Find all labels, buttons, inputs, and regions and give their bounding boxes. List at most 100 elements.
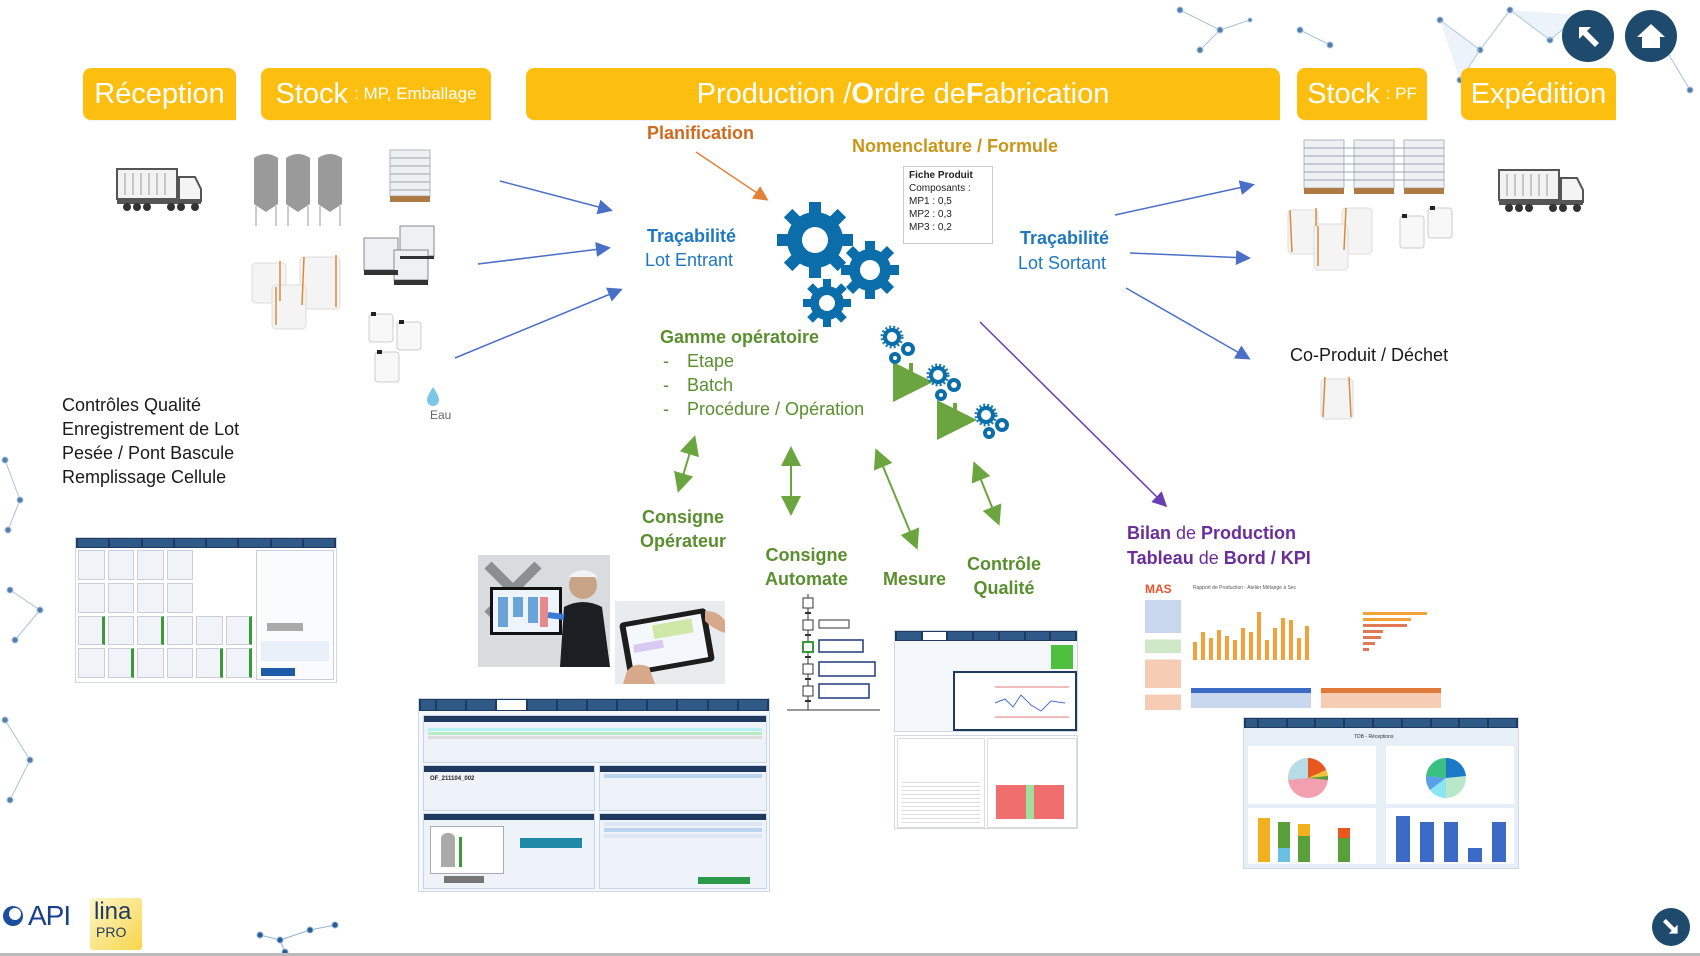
mini-hbar-chart — [1363, 612, 1427, 651]
production-report-thumbnail: MAS Rapport de Production - Atelier Méla… — [1143, 580, 1443, 720]
of-id-text: OF_211104_002 — [430, 776, 475, 782]
consigne-operateur-line1: Consigne — [642, 507, 725, 527]
lina-text: lina — [94, 898, 132, 925]
gamme-bullet: - — [663, 375, 669, 395]
slide-bottom-border — [0, 953, 1700, 956]
consigne-automate-label: Consigne Automate — [765, 543, 848, 591]
production-screen-thumbnail: OF_211104_002 — [418, 698, 770, 892]
bilan-w1: Bilan — [1127, 523, 1172, 543]
gamme-item-text: Procédure / Opération — [687, 399, 865, 419]
bilan-w3: Production — [1201, 523, 1297, 543]
tracabilite-out-sub: Lot Sortant — [1018, 253, 1107, 273]
tablet-photo — [615, 601, 725, 684]
gamme-bullet: - — [663, 351, 669, 371]
gamme-item: -Procédure / Opération — [663, 397, 864, 421]
operator-photo — [478, 555, 610, 667]
nomenclature-label: Nomenclature / Formule — [852, 136, 1059, 156]
water-drop-icon — [427, 387, 439, 406]
tableau-w2: de — [1193, 548, 1224, 568]
mini-pie-chart-1 — [1287, 757, 1329, 798]
controle-qualite-label: Contrôle Qualité — [967, 552, 1041, 600]
arrow-tracabilite-to-stock-pf-2 — [1129, 249, 1251, 265]
mesure-label: Mesure — [883, 569, 947, 589]
controle-qualite-line2: Qualité — [973, 578, 1035, 598]
truck-reception-icon — [116, 168, 202, 211]
mesure-screen-thumbnail — [894, 630, 1078, 732]
gamme-title: Gamme opératoire — [660, 327, 820, 347]
header-expedition: Expédition — [1461, 68, 1616, 120]
tdb-title: TDB - Réceptions — [1354, 734, 1394, 740]
truck-expedition-icon — [1498, 169, 1584, 212]
header-production-abrication: abrication — [983, 77, 1110, 110]
jerrycans-icon — [368, 312, 422, 383]
api-logo-text: API — [28, 900, 71, 931]
back-button[interactable] — [1562, 10, 1614, 62]
planification-label: Planification — [647, 123, 755, 143]
controle-qualite-line1: Contrôle — [967, 554, 1041, 574]
consigne-automate-line2: Automate — [765, 569, 849, 589]
arrow-to-bilan — [979, 321, 1168, 508]
big-bags-pf-icon — [1287, 207, 1373, 271]
dashboard-thumbnail: TDB - Réceptions — [1243, 717, 1519, 869]
arrow-consigne-operateur — [674, 435, 699, 493]
header-reception: Réception — [83, 68, 236, 120]
gamme-item: -Etape — [663, 349, 734, 373]
jerrycans-pf-icon — [1399, 206, 1453, 249]
network-decoration-top — [1176, 6, 1694, 94]
gamme-bullet: - — [663, 399, 669, 419]
next-button[interactable] — [1652, 908, 1690, 946]
tableau-w1: Tableau — [1127, 548, 1194, 568]
tracabilite-out-title: Traçabilité — [1020, 228, 1110, 248]
pro-text: PRO — [96, 924, 127, 940]
header-stock-pf-sub: : PF — [1385, 84, 1417, 103]
header-stock-pf: Stock : PF — [1297, 68, 1427, 120]
header-production-o: O — [851, 77, 874, 110]
mini-bar-chart-2 — [1396, 816, 1506, 862]
fiche-line: MP1 : 0,5 — [909, 196, 952, 207]
tableau-label: Tableau de Bord / KPI — [1127, 546, 1311, 570]
reception-task: Enregistrement de Lot — [62, 419, 240, 439]
bilan-w2: de — [1171, 523, 1202, 543]
pallets-pf-icon — [1303, 139, 1445, 194]
header-production-part1: Production / — [696, 77, 852, 110]
header-stock-pf-label: Stock — [1307, 77, 1380, 110]
header-production-f: F — [965, 77, 984, 110]
arrow-stock-to-tracabilite-3 — [454, 287, 623, 359]
fiche-line: MP2 : 0,3 — [909, 209, 952, 220]
gamme-item-text: Batch — [687, 375, 734, 395]
home-button[interactable] — [1625, 10, 1677, 62]
arrow-to-coproduit — [1125, 287, 1251, 360]
tracabilite-in-title: Traçabilité — [647, 226, 737, 246]
coproduit-label: Co-Produit / Déchet — [1290, 345, 1449, 365]
fiche-line: Composants : — [909, 183, 971, 194]
network-decoration-left — [1, 456, 44, 804]
mas-report-title: Rapport de Production - Atelier Mélange … — [1193, 585, 1297, 591]
pallet-bags-icon — [389, 149, 431, 202]
arrow-mesure — [873, 448, 920, 550]
mini-pie-chart-2 — [1425, 757, 1466, 798]
gear-steps-icon — [880, 325, 1009, 439]
arrow-down-right-icon — [1662, 918, 1678, 934]
fiche-produit: Fiche Produit Composants : MP1 : 0,5 MP2… — [903, 166, 993, 244]
consigne-operateur-line2: Opérateur — [640, 531, 727, 551]
api-globe-icon — [3, 906, 23, 926]
bilan-label: Bilan de Production — [1127, 521, 1296, 545]
arrow-up-left-icon — [1579, 27, 1599, 47]
header-stock-mp-label: Stock — [275, 77, 348, 110]
arrow-tracabilite-to-stock-pf-1 — [1114, 180, 1255, 216]
lina-pro-logo: lina PRO — [90, 898, 142, 950]
fiche-title: Fiche Produit — [909, 170, 973, 181]
reception-task: Remplissage Cellule — [62, 467, 227, 487]
coproduit-bag-icon — [1320, 376, 1354, 420]
tracabilite-in-sub: Lot Entrant — [645, 250, 734, 270]
header-production-rdre: rdre de — [873, 77, 966, 110]
reception-task: Pesée / Pont Bascule — [62, 443, 235, 463]
arrow-controle-qualite — [971, 461, 1002, 526]
arrow-stock-to-tracabilite-1 — [499, 180, 613, 215]
header-stock-mp: Stock: MP, Emballage — [261, 68, 491, 120]
gamme-item-text: Etape — [687, 351, 735, 371]
mesure-report-thumbnail — [894, 735, 1078, 829]
gears-main-icon — [777, 202, 899, 327]
